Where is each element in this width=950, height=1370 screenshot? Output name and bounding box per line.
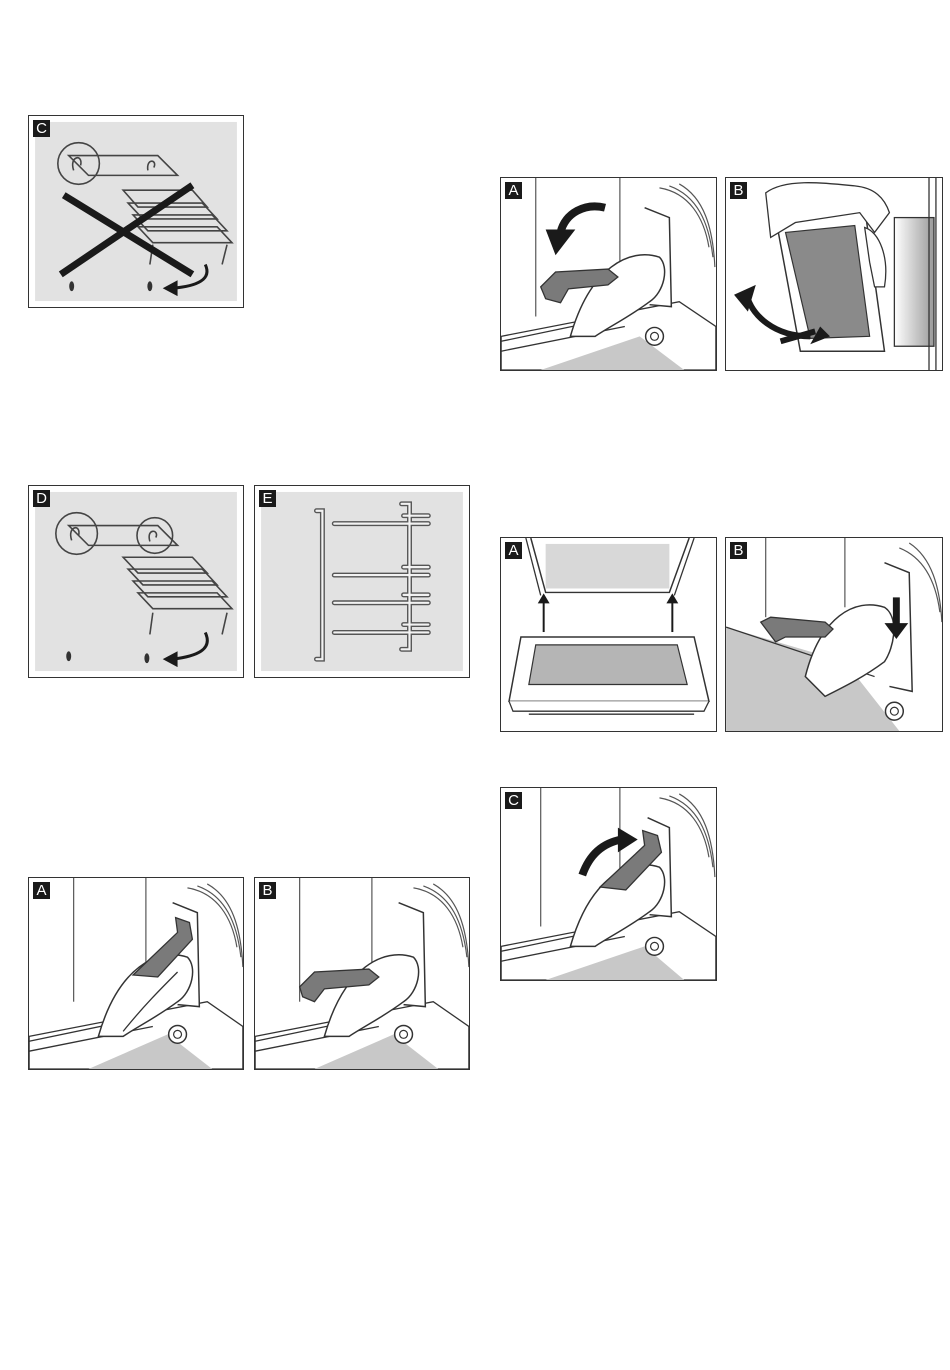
figure-label: B [730,182,747,199]
figure-door-lever-fold: A [500,177,717,371]
figure-door-lift-off: B [725,177,943,371]
figure-door-hook-hinge: B [725,537,943,732]
figure-label: E [259,490,276,507]
figure-label: B [730,542,747,559]
hinge-lever-up-illustration [29,878,243,1069]
door-hook-hinge-illustration [726,538,942,731]
figure-label: C [505,792,522,809]
figure-hinge-lever-folded: B [254,877,470,1070]
rack-side-illustration [255,486,469,677]
figure-hinge-close: C [500,787,717,981]
figure-label: A [33,882,50,899]
figure-hinge-lever-up: A [28,877,244,1070]
figure-label: C [33,120,50,137]
figure-rack-correct: D [28,485,244,678]
hinge-lever-folded-illustration [255,878,469,1069]
figure-label: A [505,542,522,559]
hinge-close-illustration [501,788,716,980]
up-arrow-left [538,593,550,603]
figure-label: A [505,182,522,199]
rack-correct-illustration [29,486,243,677]
rack-incorrect-illustration [29,116,243,307]
rotate-arrow [546,229,576,255]
figure-rack-side: E [254,485,470,678]
up-arrow-right [666,593,678,603]
door-lever-fold-illustration [501,178,716,370]
figure-rack-incorrect: C [28,115,244,308]
door-lift-off-illustration [726,178,942,370]
figure-door-insert: A [500,537,717,732]
figure-label: B [259,882,276,899]
rotate-arrow [618,828,638,853]
door-insert-illustration [501,538,716,731]
figure-label: D [33,490,50,507]
